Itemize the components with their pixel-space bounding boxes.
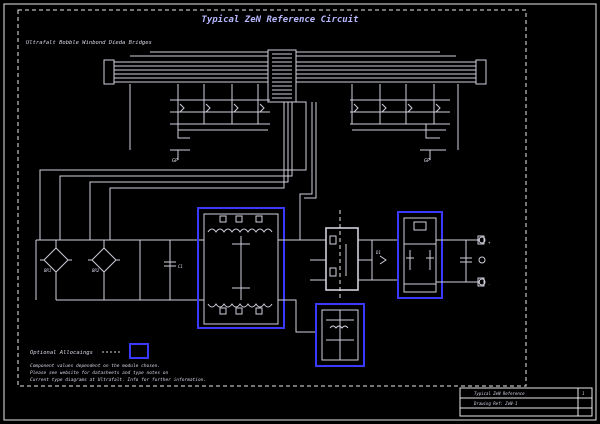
svg-text:GP: GP xyxy=(172,158,178,164)
output-terminals: + - xyxy=(436,235,491,287)
lower-module-highlight xyxy=(315,303,365,367)
dc-bus-wiring xyxy=(35,239,200,301)
note-line-2: Please see website for datasheets and ty… xyxy=(30,370,168,376)
ribbon-bus xyxy=(103,49,487,103)
output-module-highlight xyxy=(397,211,443,299)
title-block-row2: Drawing Ref: ZeN-1 xyxy=(473,401,517,406)
legend-swatch xyxy=(129,343,149,359)
svg-text:BR1: BR1 xyxy=(44,268,51,273)
right-driver-array: GP xyxy=(350,84,459,164)
note-line-3: Current type diagrams at Ultrafalt. Info… xyxy=(30,377,206,383)
left-driver-array: GP xyxy=(129,84,270,164)
driver-ic xyxy=(310,210,372,300)
outer-frame xyxy=(3,3,597,421)
diode-bridge-2: BR2 xyxy=(88,240,120,300)
filter-cap xyxy=(164,261,176,267)
title-block-sheet: 1 xyxy=(582,391,584,396)
note-line-1: Component values dependent on the module… xyxy=(30,363,160,369)
inner-dashed-frame xyxy=(17,9,527,387)
optional-label: Optional Allocaings xyxy=(30,350,93,356)
transformer-highlight xyxy=(197,207,285,329)
svg-text:+: + xyxy=(488,240,491,245)
svg-text:C1: C1 xyxy=(178,264,183,269)
title-block-row1: Typical ZeN Reference xyxy=(474,391,525,396)
diode-bridge-1: BR1 xyxy=(40,240,72,300)
bus-label: Ultrafalt Bobble Winbond Dieda Bridges xyxy=(26,40,152,46)
lower-module xyxy=(321,309,359,361)
svg-text:BR2: BR2 xyxy=(92,268,100,273)
svg-text:GP: GP xyxy=(424,158,430,164)
svg-text:-: - xyxy=(488,282,490,287)
svg-text:D1: D1 xyxy=(375,250,381,255)
output-wiring xyxy=(371,239,398,281)
transformer-wiring xyxy=(200,239,316,333)
title-block: Typical ZeN Reference Drawing Ref: ZeN-1… xyxy=(459,387,593,417)
sheet-title: Typical ZeN Reference Circuit xyxy=(201,14,359,25)
output-module xyxy=(403,217,437,293)
transformer xyxy=(203,213,279,325)
